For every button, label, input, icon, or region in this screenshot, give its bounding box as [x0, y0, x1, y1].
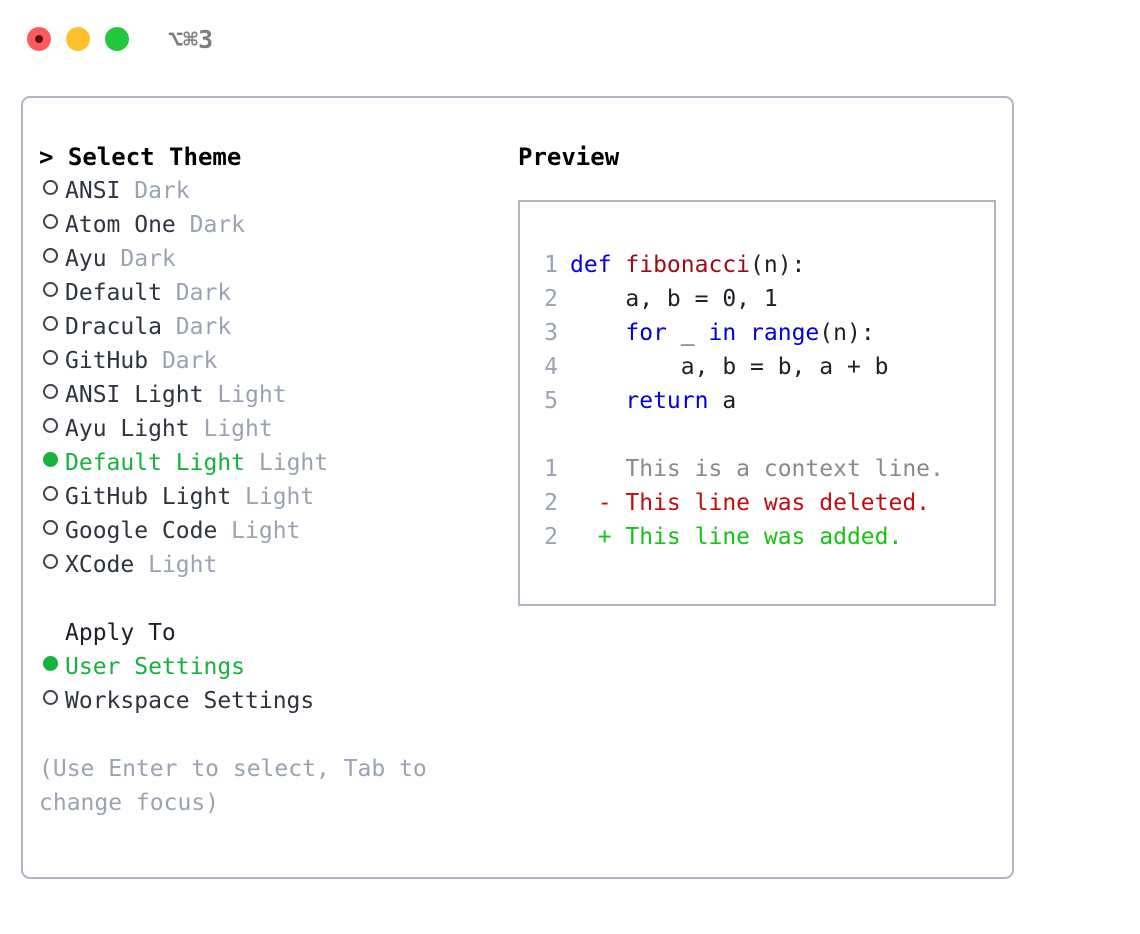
apply-to-option-workspace-settings[interactable]: Workspace Settings [39, 684, 504, 718]
theme-option-atom-one[interactable]: Atom One Dark [39, 208, 504, 242]
theme-option-kind: Dark [175, 280, 232, 306]
theme-option-ansi[interactable]: ANSI Dark [39, 174, 504, 208]
theme-option-kind: Dark [189, 212, 246, 238]
code-token: (n): [819, 320, 875, 346]
theme-option-label: XCode [65, 552, 149, 578]
code-token: fibonacci [625, 252, 751, 278]
theme-option-label: ANSI Light [65, 382, 218, 408]
code-token: for [625, 320, 667, 346]
line-number: 5 [544, 388, 558, 414]
theme-option-label: Default Light [65, 450, 259, 476]
theme-option-kind: Light [217, 382, 287, 408]
line-number: 3 [544, 320, 558, 346]
theme-option-label: Dracula [65, 314, 176, 340]
theme-option-kind: Dark [134, 178, 190, 204]
theme-option-xcode[interactable]: XCode Light [39, 548, 504, 582]
diff-line: 2 + This line was added. [536, 520, 994, 554]
code-token: def [570, 252, 626, 278]
theme-option-label: Ayu Light [65, 416, 204, 442]
theme-option-default-light[interactable]: Default Light Light [39, 446, 504, 480]
window-title: ⌥⌘3 [168, 24, 214, 54]
code-line-text: for _ in range(n): [570, 316, 875, 350]
code-token: a [708, 388, 737, 414]
code-line: 1 def fibonacci(n): [536, 248, 994, 282]
theme-option-kind: Light [245, 484, 315, 510]
code-line: 3 for _ in range(n): [536, 316, 994, 350]
maximize-button[interactable] [105, 27, 129, 51]
code-token: (n): [750, 252, 806, 278]
code-token: range [750, 320, 820, 346]
theme-option-label: ANSI [65, 178, 135, 204]
code-line-text: a, b = 0, 1 [570, 282, 778, 316]
diff-line-text: + This line was added. [570, 524, 903, 550]
theme-option-default[interactable]: Default Dark [39, 276, 504, 310]
code-line-text: return a [570, 384, 736, 418]
theme-option-ansi-light[interactable]: ANSI Light Light [39, 378, 504, 412]
keyboard-hint-text: (Use Enter to select, Tab to change focu… [39, 756, 441, 816]
spacer [39, 582, 504, 616]
theme-option-kind: Light [148, 552, 218, 578]
diff-line-text: - This line was deleted. [570, 490, 931, 516]
code-blank-line [536, 418, 994, 452]
code-token [736, 320, 750, 346]
line-number: 2 [544, 286, 558, 312]
diff-sample: 1 This is a context line.2 - This line w… [536, 452, 994, 554]
code-token: return [625, 388, 709, 414]
apply-to-option-label: User Settings [65, 654, 246, 680]
code-line: 4 a, b = b, a + b [536, 350, 994, 384]
theme-picker-header: > Select Theme [39, 143, 242, 171]
line-number: 2 [544, 490, 558, 516]
minimize-button[interactable] [66, 27, 90, 51]
code-token: a, b = b, a + b [570, 354, 889, 380]
theme-option-kind: Dark [120, 246, 176, 272]
code-line: 5 return a [536, 384, 994, 418]
theme-option-google-code[interactable]: Google Code Light [39, 514, 504, 548]
theme-option-kind: Light [258, 450, 329, 476]
code-token: a, b = 0, 1 [570, 286, 778, 312]
theme-option-label: Ayu [65, 246, 121, 272]
line-number: 1 [544, 252, 558, 278]
theme-option-label: GitHub Light [65, 484, 246, 510]
code-line-text: a, b = b, a + b [570, 350, 889, 384]
apply-to-option-user-settings[interactable]: User Settings [39, 650, 504, 684]
theme-option-ayu-light[interactable]: Ayu Light Light [39, 412, 504, 446]
theme-option-label: Default [65, 280, 176, 306]
theme-option-kind: Dark [161, 348, 218, 374]
theme-option-label: Atom One [65, 212, 190, 238]
close-button[interactable] [27, 27, 51, 51]
code-line-text: def fibonacci(n): [570, 248, 805, 282]
diff-line: 1 This is a context line. [536, 452, 994, 486]
line-number: 1 [544, 456, 558, 482]
code-token: in [708, 320, 737, 346]
code-token [570, 320, 625, 346]
theme-option-kind: Dark [175, 314, 232, 340]
theme-option-kind: Light [203, 416, 273, 442]
preview-title: Preview [518, 143, 620, 171]
line-number: 4 [544, 354, 558, 380]
theme-option-label: Google Code [65, 518, 232, 544]
window-titlebar: ⌥⌘3 [0, 0, 1140, 78]
line-number: 2 [544, 524, 558, 550]
theme-option-github[interactable]: GitHub Dark [39, 344, 504, 378]
apply-to-option-label: Workspace Settings [65, 688, 315, 714]
theme-option-dracula[interactable]: Dracula Dark [39, 310, 504, 344]
traffic-light-group [27, 27, 129, 51]
diff-line: 2 - This line was deleted. [536, 486, 994, 520]
theme-option-label: GitHub [65, 348, 162, 374]
diff-line-text: This is a context line. [570, 456, 944, 482]
theme-option-kind: Light [231, 518, 301, 544]
code-line: 2 a, b = 0, 1 [536, 282, 994, 316]
code-token [570, 388, 625, 414]
theme-option-github-light[interactable]: GitHub Light Light [39, 480, 504, 514]
code-token: _ [666, 320, 709, 346]
theme-option-ayu[interactable]: Ayu Dark [39, 242, 504, 276]
apply-to-header: Apply To [65, 620, 176, 646]
